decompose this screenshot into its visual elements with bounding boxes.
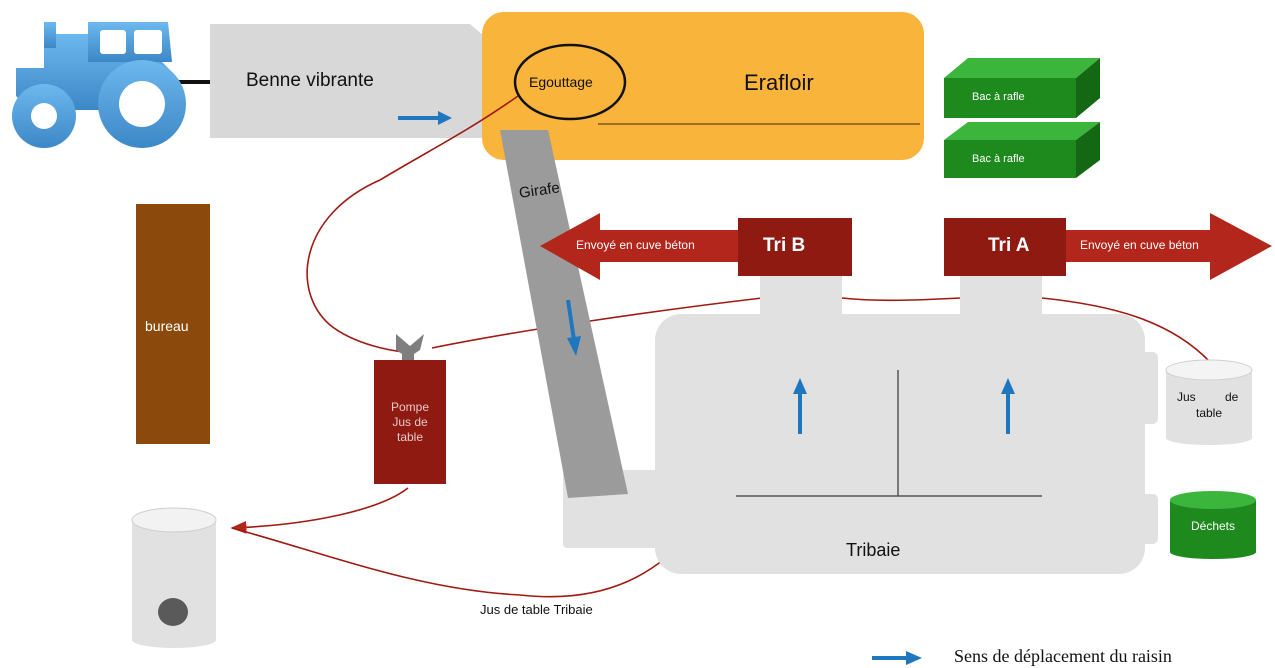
bac-a-rafle-1 <box>944 58 1100 118</box>
tri-a-label: Tri A <box>988 235 1030 256</box>
blue-arrow-icon <box>566 299 581 356</box>
dechets-label: Déchets <box>1190 519 1236 533</box>
tri-b-output-arrow <box>540 213 852 280</box>
tribaie <box>563 276 1158 574</box>
jus-table-label-2: de <box>1225 390 1239 404</box>
egouttage-zone <box>513 43 627 121</box>
bac-jus-de-table <box>1165 359 1253 445</box>
juice-pipes <box>230 95 1211 598</box>
pompe-jus-de-table <box>374 334 446 484</box>
blue-arrow-icon <box>398 111 452 125</box>
tri-a-output-arrow <box>944 213 1272 280</box>
jus-table-label-3: table <box>1195 406 1223 420</box>
envoi-left-label: Envoyé en cuve béton <box>576 238 695 252</box>
girafe <box>500 130 628 498</box>
jus-tribaie-label: Jus de table Tribaie <box>480 602 593 617</box>
tractor-icon <box>12 22 212 148</box>
egouttage-label: Egouttage <box>529 74 593 90</box>
erafloir-label: Erafloir <box>744 70 814 95</box>
cuve-jus <box>131 507 217 648</box>
jus-table-label-1: Jus <box>1177 390 1196 404</box>
blue-arrow-icon <box>1001 378 1015 434</box>
pompe-label-line2: Jus de <box>392 415 428 429</box>
bac-dechets <box>1170 491 1256 559</box>
bac-a-rafle-2 <box>944 122 1100 178</box>
blue-arrow-icon <box>872 651 922 665</box>
bac-a-rafle-label-1: Bac à rafle <box>972 91 1025 103</box>
bureau-label: bureau <box>145 318 189 334</box>
blue-arrow-icon <box>793 378 807 434</box>
bureau <box>136 204 210 444</box>
bac-a-rafle-label-2: Bac à rafle <box>972 153 1025 165</box>
legend-label: Sens de déplacement du raisin <box>954 646 1172 666</box>
envoi-right-label: Envoyé en cuve béton <box>1080 238 1199 252</box>
tribaie-label: Tribaie <box>846 540 901 560</box>
pompe-label-line1: Pompe <box>390 400 430 414</box>
benne-vibrante-label: Benne vibrante <box>246 70 374 91</box>
pompe-label-line3: table <box>396 430 424 444</box>
benne-vibrante <box>210 24 498 138</box>
tri-b-label: Tri B <box>763 235 806 256</box>
